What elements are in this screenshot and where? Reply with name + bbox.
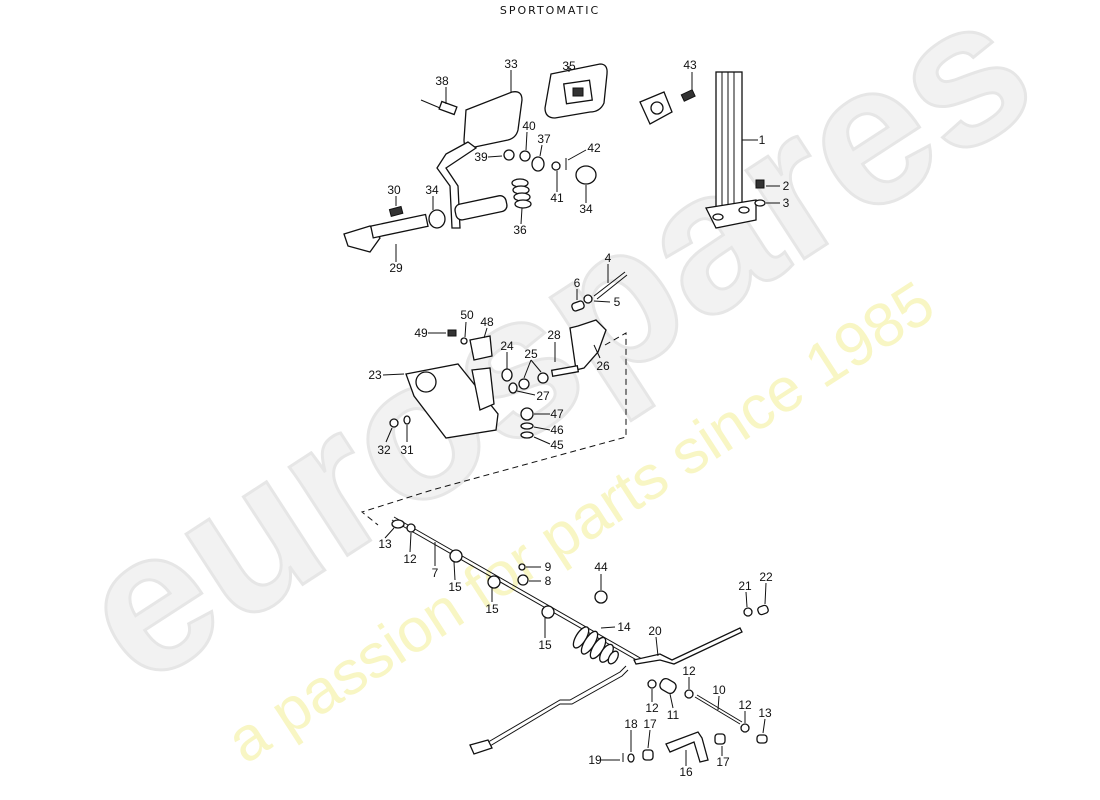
- callout-22[interactable]: 22: [759, 570, 773, 584]
- callout-40[interactable]: 40: [522, 119, 536, 133]
- callout-5[interactable]: 5: [613, 295, 621, 309]
- callout-17[interactable]: 17: [716, 755, 730, 769]
- callout-15[interactable]: 15: [485, 602, 499, 616]
- callout-21[interactable]: 21: [738, 579, 752, 593]
- callout-13[interactable]: 13: [378, 537, 392, 551]
- callout-44[interactable]: 44: [594, 560, 608, 574]
- callout-2[interactable]: 2: [782, 179, 790, 193]
- callout-1[interactable]: 1: [758, 133, 766, 147]
- pedal-bracket-icon: [360, 264, 628, 526]
- callout-12[interactable]: 12: [403, 552, 417, 566]
- callout-46[interactable]: 46: [550, 423, 564, 437]
- callout-34[interactable]: 34: [579, 202, 593, 216]
- callout-14[interactable]: 14: [617, 620, 631, 634]
- callout-4[interactable]: 4: [604, 251, 612, 265]
- callout-49[interactable]: 49: [414, 326, 428, 340]
- callout-39[interactable]: 39: [474, 150, 488, 164]
- callout-7[interactable]: 7: [431, 566, 439, 580]
- brake-pedal-assembly-icon: [343, 63, 608, 262]
- callout-43[interactable]: 43: [683, 58, 697, 72]
- callout-32[interactable]: 32: [377, 443, 391, 457]
- callout-35[interactable]: 35: [562, 59, 576, 73]
- callout-23[interactable]: 23: [368, 368, 382, 382]
- callout-16[interactable]: 16: [679, 765, 693, 779]
- callout-27[interactable]: 27: [536, 389, 550, 403]
- callout-12[interactable]: 12: [682, 664, 696, 678]
- callout-15[interactable]: 15: [538, 638, 552, 652]
- callout-50[interactable]: 50: [460, 308, 474, 322]
- callout-11[interactable]: 11: [666, 708, 680, 722]
- callout-13[interactable]: 13: [758, 706, 772, 720]
- callout-12[interactable]: 12: [645, 701, 659, 715]
- callout-34[interactable]: 34: [425, 183, 439, 197]
- callout-17[interactable]: 17: [643, 717, 657, 731]
- callout-47[interactable]: 47: [550, 407, 564, 421]
- callout-24[interactable]: 24: [500, 339, 514, 353]
- diagram-title: SPORTOMATIC: [499, 4, 601, 17]
- callout-12[interactable]: 12: [738, 698, 752, 712]
- callout-33[interactable]: 33: [504, 57, 518, 71]
- callout-9[interactable]: 9: [544, 560, 552, 574]
- callout-38[interactable]: 38: [435, 74, 449, 88]
- callout-20[interactable]: 20: [648, 624, 662, 638]
- callout-25[interactable]: 25: [524, 347, 538, 361]
- callout-42[interactable]: 42: [587, 141, 601, 155]
- callout-28[interactable]: 28: [547, 328, 561, 342]
- callout-15[interactable]: 15: [448, 580, 462, 594]
- callout-10[interactable]: 10: [712, 683, 726, 697]
- callout-3[interactable]: 3: [782, 196, 790, 210]
- callout-48[interactable]: 48: [480, 315, 494, 329]
- callout-19[interactable]: 19: [588, 753, 602, 767]
- callout-8[interactable]: 8: [544, 574, 552, 588]
- callout-45[interactable]: 45: [550, 438, 564, 452]
- callout-30[interactable]: 30: [387, 183, 401, 197]
- callout-18[interactable]: 18: [624, 717, 638, 731]
- callout-26[interactable]: 26: [596, 359, 610, 373]
- callout-31[interactable]: 31: [400, 443, 414, 457]
- callout-6[interactable]: 6: [573, 276, 581, 290]
- callout-29[interactable]: 29: [389, 261, 403, 275]
- callout-41[interactable]: 41: [550, 191, 564, 205]
- selector-cable-linkage-icon: [384, 516, 769, 766]
- callout-36[interactable]: 36: [513, 223, 527, 237]
- callout-37[interactable]: 37: [537, 132, 551, 146]
- accelerator-pedal-icon: [639, 71, 780, 229]
